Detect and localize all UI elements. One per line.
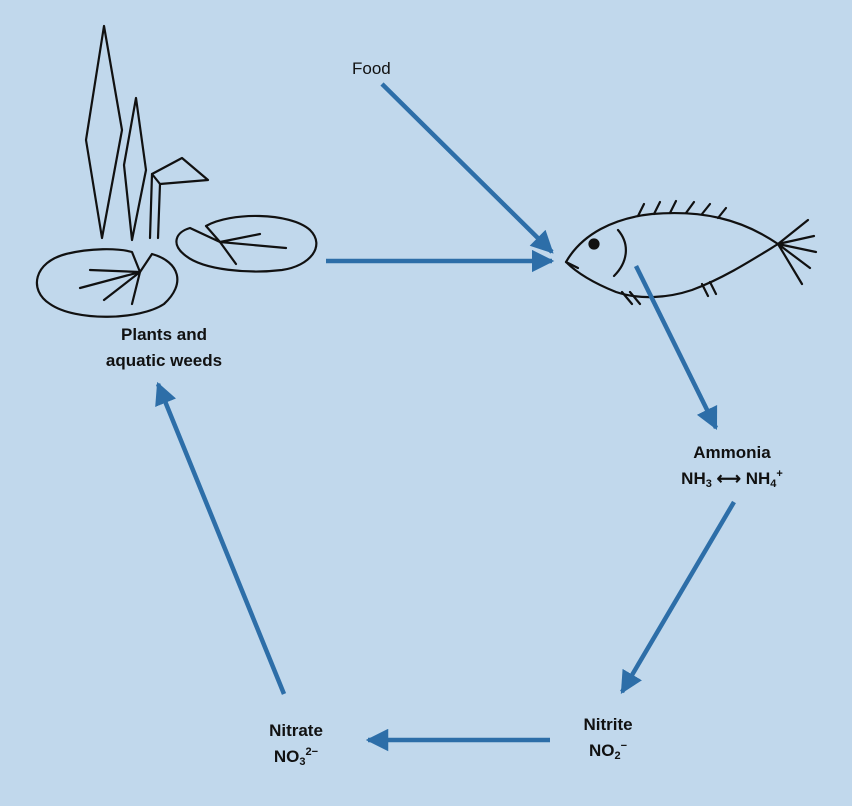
ammonia-formula: NH3 ⟷ NH4+ — [632, 466, 832, 492]
ammonia-nh3: NH — [681, 469, 706, 488]
nitrite-label: Nitrite NO2− — [548, 712, 668, 764]
plants-label-line2: aquatic weeds — [64, 348, 264, 374]
plants-label-line1: Plants and — [64, 322, 264, 348]
ammonia-nh4-sup: + — [776, 468, 782, 480]
nitrate-no: NO — [274, 747, 300, 766]
nitrate-formula: NO32− — [236, 744, 356, 770]
ammonia-nh3-sub: 3 — [706, 478, 712, 490]
nitrite-name: Nitrite — [548, 712, 668, 738]
nitrite-no: NO — [589, 741, 615, 760]
nitrate-name: Nitrate — [236, 718, 356, 744]
nitrite-sup: − — [621, 740, 627, 752]
ammonia-name: Ammonia — [632, 440, 832, 466]
nitrite-formula: NO2− — [548, 738, 668, 764]
ammonia-nh4: NH — [746, 469, 771, 488]
nitrate-sup: 2− — [306, 746, 319, 758]
ammonia-label: Ammonia NH3 ⟷ NH4+ — [632, 440, 832, 492]
plants-label: Plants and aquatic weeds — [64, 322, 264, 374]
equilibrium-arrow: ⟷ — [717, 469, 741, 488]
food-label: Food — [352, 60, 391, 77]
nitrate-label: Nitrate NO32− — [236, 718, 356, 770]
